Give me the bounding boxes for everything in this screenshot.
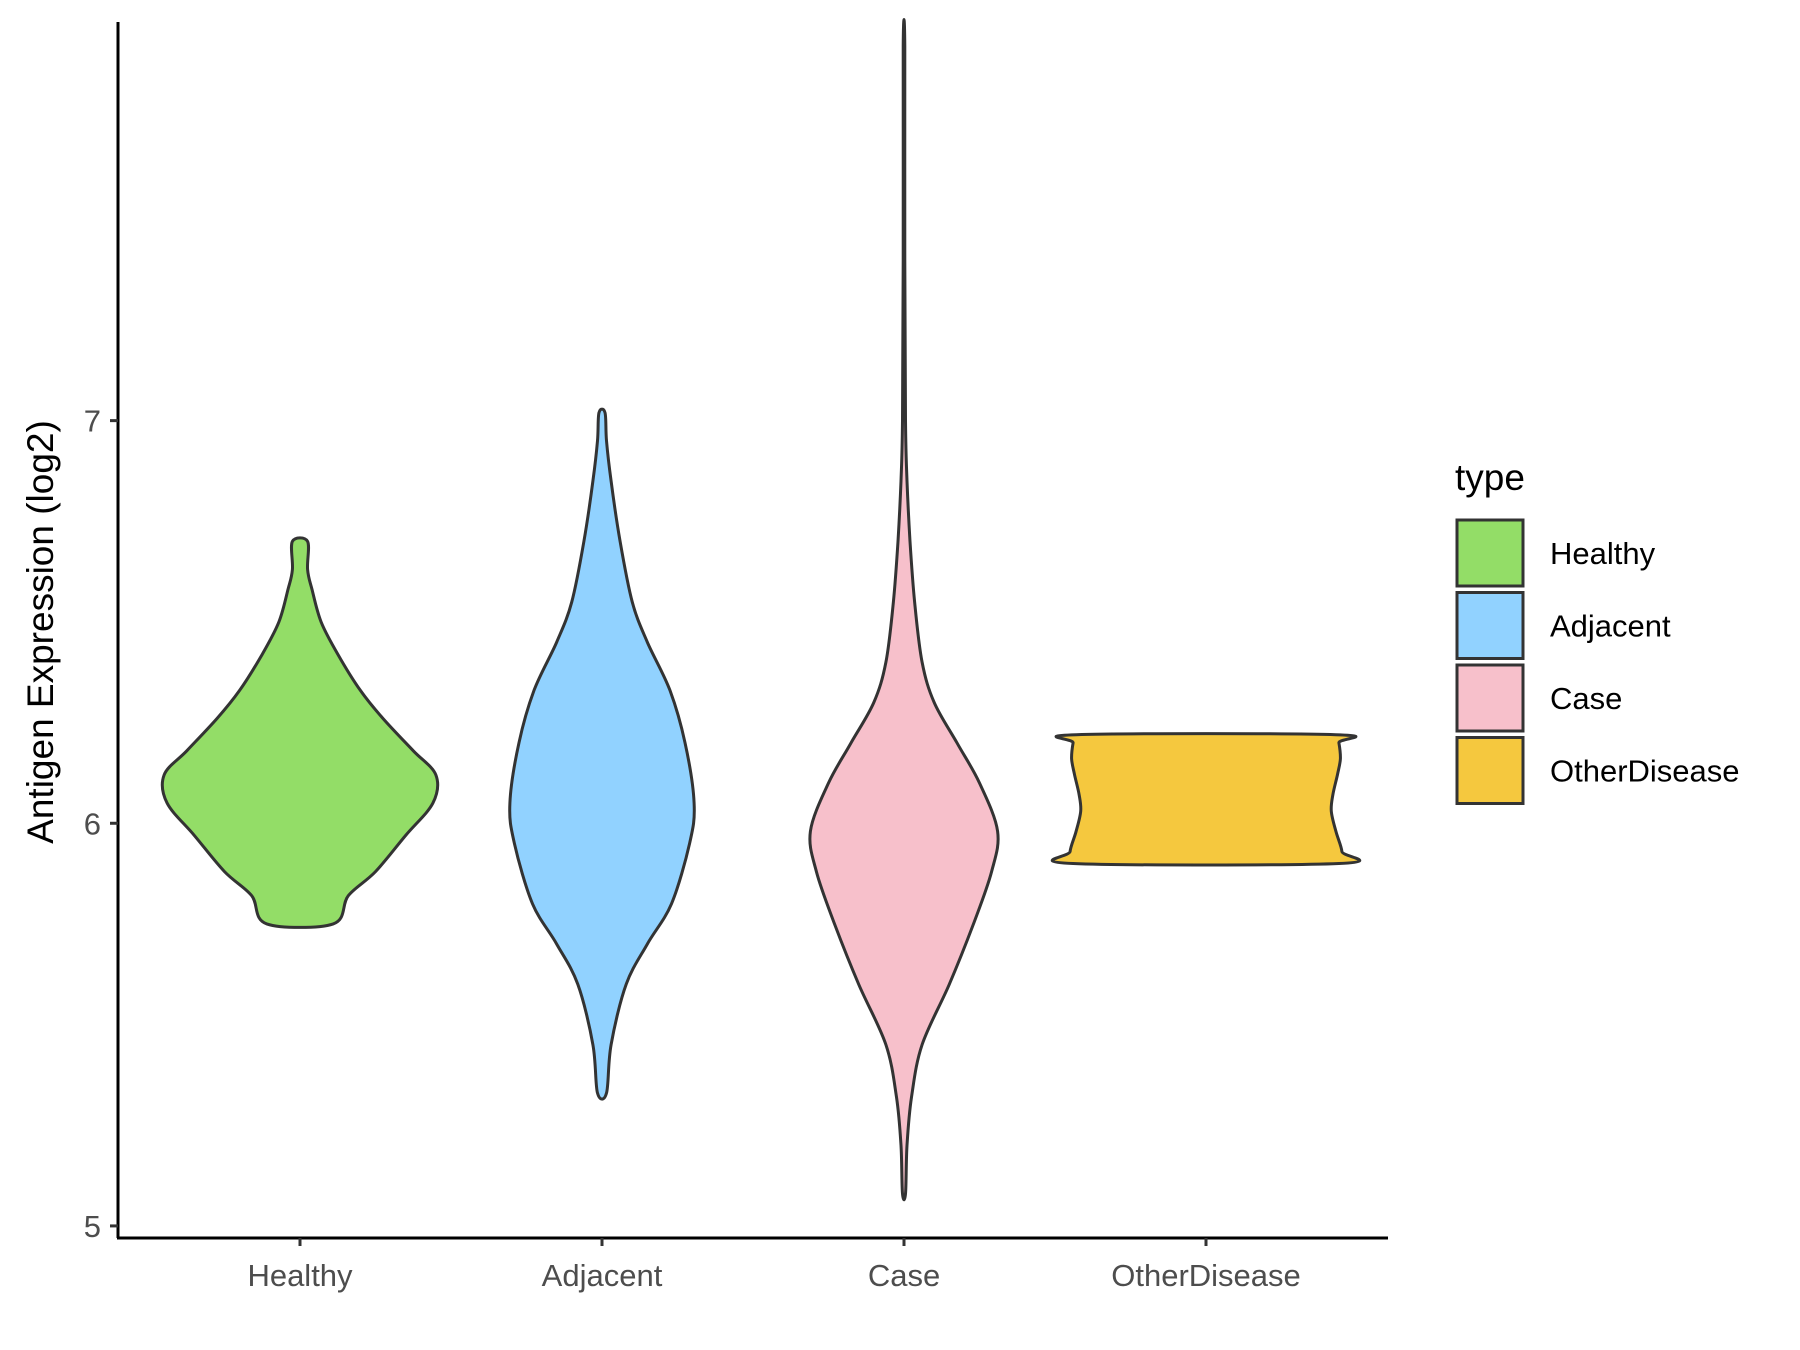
x-tick-label-case: Case — [868, 1258, 940, 1293]
y-axis-title: Antigen Expression (log2) — [20, 420, 61, 844]
violin-adjacent — [508, 407, 696, 1101]
legend-key-adjacent — [1455, 591, 1525, 660]
legend-key-case — [1455, 663, 1525, 733]
x-tick-label-adjacent: Adjacent — [542, 1258, 663, 1293]
violin-layer — [160, 18, 1361, 1202]
x-axis-ticks: Healthy Adjacent Case OtherDisease — [247, 1238, 1301, 1293]
legend-label-case: Case — [1550, 681, 1622, 716]
legend-title: type — [1455, 457, 1525, 498]
legend-key-healthy — [1455, 518, 1525, 588]
x-tick-label-healthy: Healthy — [247, 1258, 353, 1293]
legend-label-healthy: Healthy — [1550, 536, 1656, 571]
violin-otherdisease — [1051, 732, 1361, 867]
legend-label-otherdisease: OtherDisease — [1550, 754, 1740, 789]
y-tick-label: 7 — [84, 404, 101, 439]
violin-healthy — [160, 536, 440, 929]
legend-key-otherdisease — [1455, 736, 1525, 805]
y-tick-label: 5 — [84, 1209, 101, 1244]
y-tick-label: 6 — [84, 806, 101, 841]
y-axis-ticks: 5 6 7 — [84, 404, 118, 1244]
legend-label-adjacent: Adjacent — [1550, 609, 1671, 644]
x-tick-label-otherdisease: OtherDisease — [1111, 1258, 1301, 1293]
violin-case — [808, 18, 1000, 1202]
